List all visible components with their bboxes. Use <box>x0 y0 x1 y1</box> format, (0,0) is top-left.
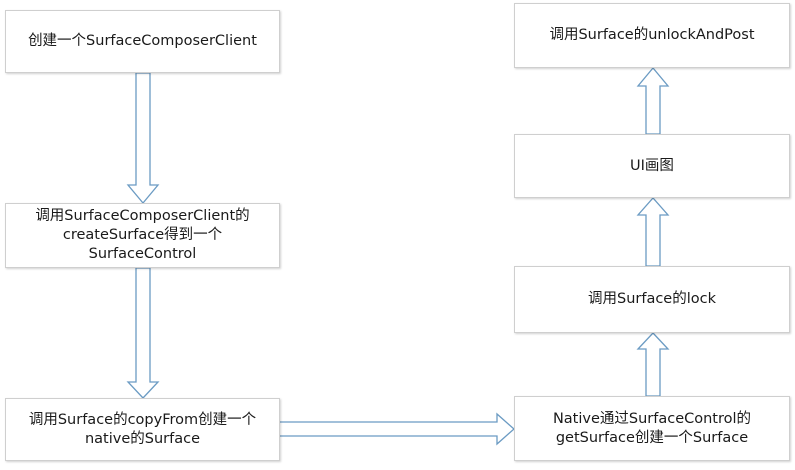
step-create-client: 创建一个SurfaceComposerClient <box>5 10 280 73</box>
arrow-down-2 <box>126 267 160 399</box>
step-unlock-and-post-label: 调用Surface的unlockAndPost <box>549 27 755 43</box>
arrow-up-3 <box>636 66 670 135</box>
step-copy-from: 调用Surface的copyFrom创建一个 native的Surface <box>5 398 280 461</box>
step-lock: 调用Surface的lock <box>514 266 790 333</box>
arrow-down-1 <box>126 72 160 205</box>
arrow-up-2 <box>636 197 670 267</box>
step-create-client-label: 创建一个SurfaceComposerClient <box>28 33 257 49</box>
step-create-surface-label: 调用SurfaceComposerClient的 createSurface得到… <box>35 208 250 262</box>
step-lock-label: 调用Surface的lock <box>587 291 716 307</box>
step-ui-draw: UI画图 <box>514 134 790 198</box>
step-unlock-and-post: 调用Surface的unlockAndPost <box>514 3 790 68</box>
arrow-right <box>278 412 515 446</box>
arrow-up-1 <box>636 332 670 397</box>
step-get-surface: Native通过SurfaceControl的 getSurface创建一个Su… <box>514 396 790 461</box>
step-copy-from-label: 调用Surface的copyFrom创建一个 native的Surface <box>28 411 257 447</box>
step-create-surface: 调用SurfaceComposerClient的 createSurface得到… <box>5 203 280 268</box>
step-get-surface-label: Native通过SurfaceControl的 getSurface创建一个Su… <box>552 410 752 446</box>
step-ui-draw-label: UI画图 <box>630 157 674 174</box>
